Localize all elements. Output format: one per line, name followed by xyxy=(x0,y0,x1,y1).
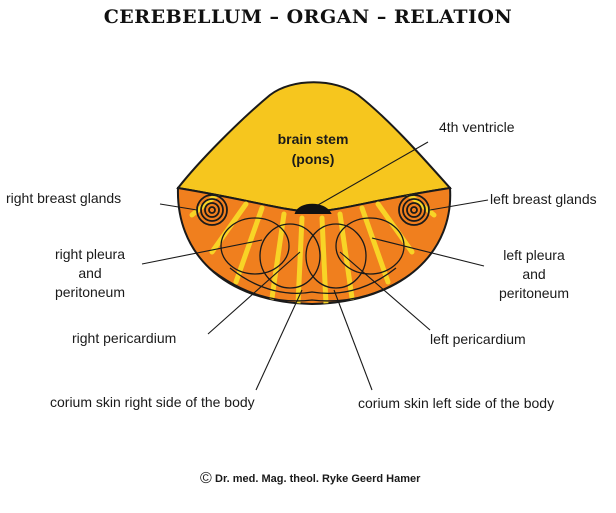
left-pericardium-label: left pericardium xyxy=(430,331,526,347)
corium-left-label: corium skin left side of the body xyxy=(358,395,554,411)
right-pericardium-label: right pericardium xyxy=(72,330,176,346)
left-pleura-label: left pleura xyxy=(503,247,565,263)
copyright-icon: © xyxy=(200,470,212,487)
right-pleura-and-label: and xyxy=(78,265,101,281)
left-peritoneum-label: peritoneum xyxy=(499,285,569,301)
left-pleura-and-label: and xyxy=(522,266,545,282)
copyright-line: © Dr. med. Mag. theol. Ryke Geerd Hamer xyxy=(200,470,421,487)
pons-label: (pons) xyxy=(292,151,335,167)
brain-stem-label: brain stem xyxy=(278,131,349,147)
corium-right-label: corium skin right side of the body xyxy=(50,394,255,410)
fourth-ventricle-label: 4th ventricle xyxy=(439,119,515,135)
right-peritoneum-label: peritoneum xyxy=(55,284,125,300)
left-breast-glands-label: left breast glands xyxy=(490,191,597,207)
copyright-text: Dr. med. Mag. theol. Ryke Geerd Hamer xyxy=(215,473,421,485)
right-breast-glands-label: right breast glands xyxy=(6,190,121,206)
brain-stem-shape xyxy=(178,82,450,212)
right-pleura-label: right pleura xyxy=(55,246,125,262)
